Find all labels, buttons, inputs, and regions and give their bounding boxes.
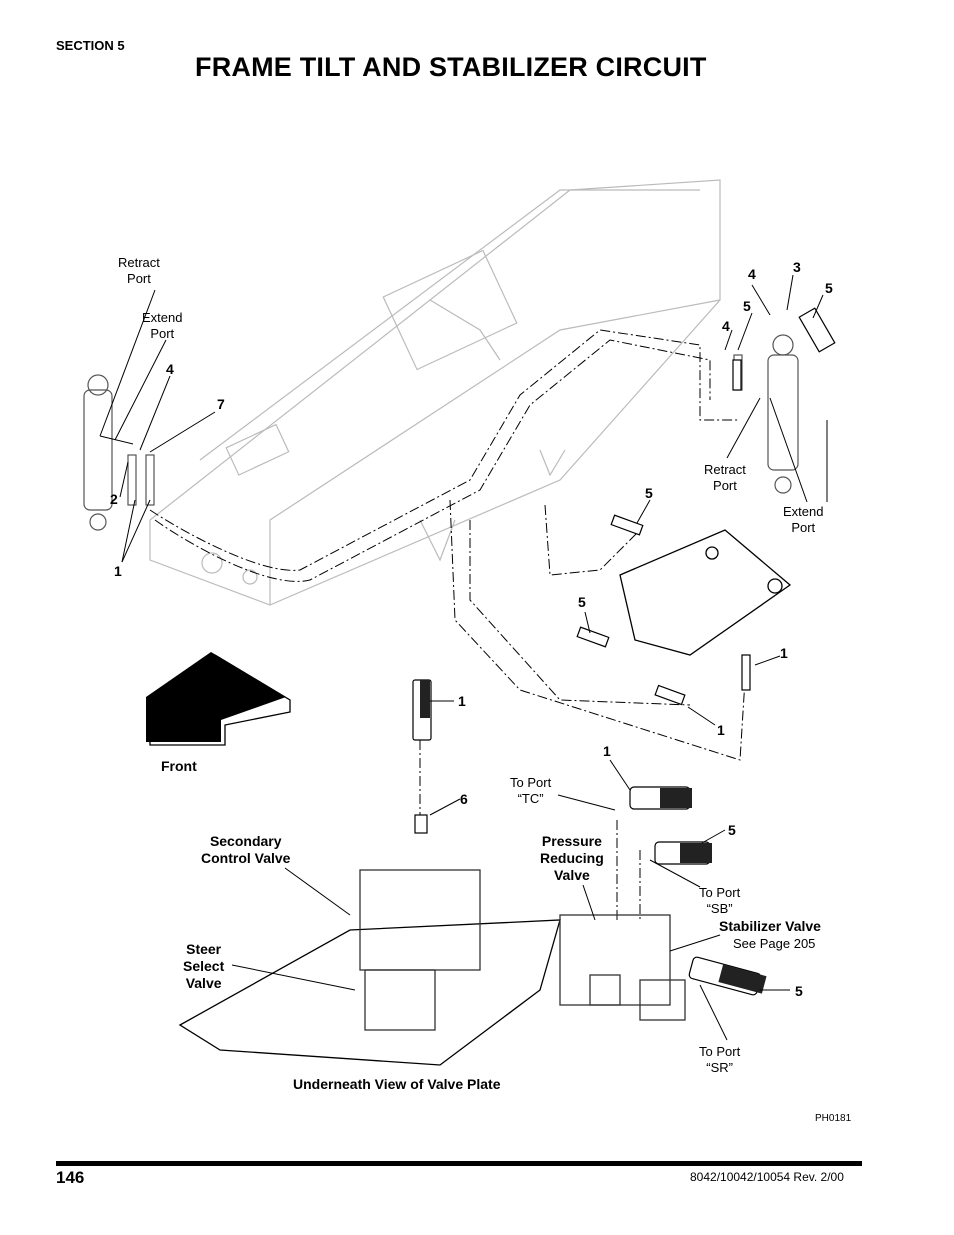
callout-number: 5: [645, 485, 653, 501]
callout-number: 7: [217, 396, 225, 412]
callout-number: 5: [578, 594, 586, 610]
revision-text: 8042/10042/10054 Rev. 2/00: [690, 1170, 844, 1184]
label-to-port-tc: To Port“TC”: [510, 775, 552, 806]
hose-routes: [149, 329, 746, 920]
callout-number: 4: [748, 266, 756, 282]
callout-number: 6: [460, 791, 468, 807]
figure-id: PH0181: [815, 1113, 852, 1124]
page-title: FRAME TILT AND STABILIZER CIRCUIT: [195, 52, 707, 82]
label-front: Front: [161, 758, 197, 774]
valve-plate-top: [619, 529, 792, 656]
fittings: [412, 307, 836, 996]
callout-number: 5: [743, 298, 751, 314]
label-to-port-sb: To Port“SB”: [699, 885, 741, 916]
label-to-port-sr: To Port“SR”: [699, 1044, 741, 1075]
callout-number: 4: [166, 361, 174, 377]
frame-outline: [149, 179, 721, 606]
callout-number: 5: [825, 280, 833, 296]
section-label: SECTION 5: [56, 38, 125, 53]
front-arrow: [146, 652, 291, 746]
left-cylinder: [83, 374, 155, 531]
label-underneath-view: Underneath View of Valve Plate: [293, 1076, 501, 1092]
callout-number: 3: [793, 259, 801, 275]
page-number: 146: [56, 1168, 85, 1187]
callout-number: 1: [717, 722, 725, 738]
label-see-page: See Page 205: [733, 936, 816, 951]
callout-number: 1: [114, 563, 122, 579]
callout-number: 1: [780, 645, 788, 661]
callout-number: 5: [728, 822, 736, 838]
callout-number: 4: [722, 318, 730, 334]
leader-lines: [99, 274, 828, 1041]
valve-plate-bottom: [178, 869, 686, 1066]
callout-number: 1: [603, 743, 611, 759]
callout-number: 5: [795, 983, 803, 999]
footer-rule: [56, 1161, 862, 1166]
label-stabilizer-valve: Stabilizer Valve: [719, 918, 821, 934]
callout-number: 2: [110, 491, 118, 507]
callout-number: 1: [458, 693, 466, 709]
